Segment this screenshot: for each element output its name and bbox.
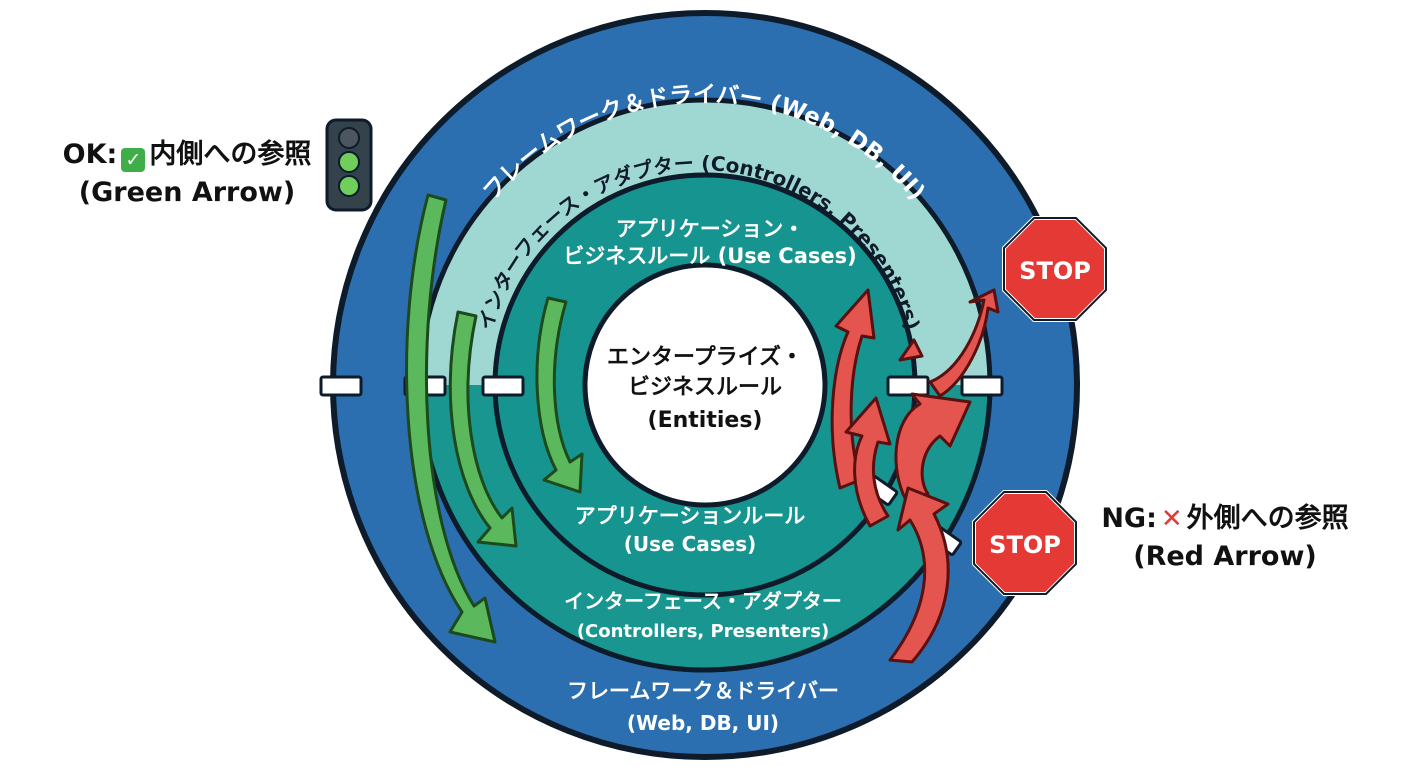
application-top-label-1: アプリケーション・ <box>616 217 805 241</box>
application-top-label-2: ビジネスルール (Use Cases) <box>563 244 856 268</box>
legend-ok-sub: (Green Arrow) <box>78 177 296 208</box>
cross-icon: ✕ <box>1160 504 1183 534</box>
ng-arrow-5 <box>928 288 1000 398</box>
enterprise-label-2: ビジネスルール <box>628 375 782 400</box>
ok-arrow-inner <box>535 296 584 494</box>
framework-bottom-label-2: (Web, DB, UI) <box>627 711 779 735</box>
interface-bottom-label-2: (Controllers, Presenters) <box>577 621 829 642</box>
application-bottom-label-1: アプリケーションルール <box>575 504 806 528</box>
traffic-light-icon <box>325 118 373 212</box>
legend-ok: OK:✓内側への参照 (Green Arrow) <box>52 136 322 212</box>
enterprise-label-3: (Entities) <box>648 408 763 433</box>
ng-arrows <box>830 288 1000 664</box>
ng-arrow-4 <box>888 486 950 664</box>
stop-sign-bottom-text: STOP <box>989 531 1061 559</box>
interface-bottom-label-1: インターフェース・アダプター <box>564 589 842 613</box>
legend-ok-line: OK:✓内側への参照 <box>52 136 322 174</box>
ok-arrow-middle <box>448 310 518 548</box>
stop-sign-bottom: STOP <box>972 490 1078 596</box>
legend-ng: NG:✕外側への参照 (Red Arrow) <box>1080 500 1370 576</box>
legend-ok-prefix: OK: <box>62 139 118 170</box>
enterprise-core <box>582 262 828 508</box>
ng-arrow-3 <box>844 396 892 528</box>
ng-arrow-2 <box>894 392 972 502</box>
legend-ok-text: 内側への参照 <box>149 139 312 170</box>
check-icon: ✓ <box>121 148 146 172</box>
stop-sign-top: STOP <box>1002 216 1108 322</box>
enterprise-label-1: エンタープライズ・ <box>607 344 803 370</box>
application-bottom-label-2: (Use Cases) <box>624 532 757 556</box>
legend-ng-text: 外側への参照 <box>1186 503 1349 534</box>
ok-arrow-outer <box>405 193 497 644</box>
stop-sign-top-text: STOP <box>1019 257 1091 285</box>
legend-ng-line: NG:✕外側への参照 <box>1080 500 1370 538</box>
ok-arrows <box>405 193 584 644</box>
ng-arrow-6 <box>898 338 924 362</box>
legend-ng-prefix: NG: <box>1101 503 1157 534</box>
framework-bottom-label-1: フレームワーク＆ドライバー <box>567 679 839 703</box>
legend-ng-sub: (Red Arrow) <box>1133 541 1317 572</box>
boundary-markers <box>319 375 1004 557</box>
